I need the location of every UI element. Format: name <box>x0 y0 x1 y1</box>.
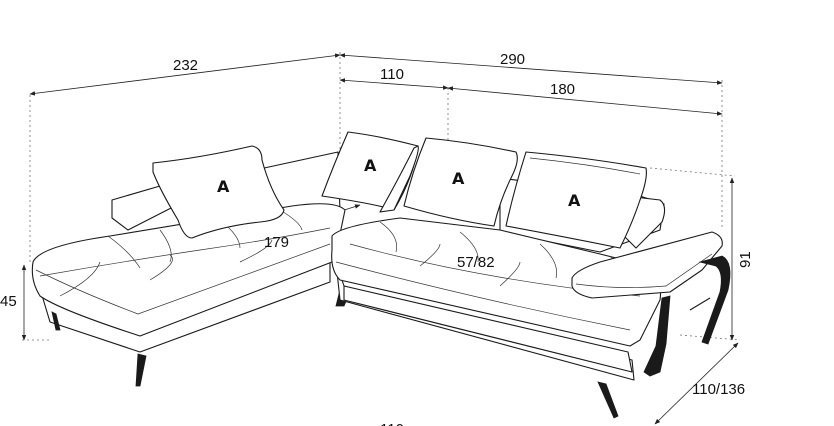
pillow-label: A <box>568 191 581 210</box>
dim-bottom-label: 110 <box>380 421 404 426</box>
pillow-label: A <box>452 169 465 188</box>
dim-91-label: 91 <box>737 251 754 268</box>
pillow-label: A <box>217 177 230 196</box>
armrest-pad <box>571 231 723 299</box>
chaise-section <box>31 151 351 387</box>
chaise-headrest <box>111 185 176 231</box>
dim-45-label: 45 <box>0 293 17 310</box>
pillow-label: A <box>364 156 377 175</box>
leg <box>135 353 147 387</box>
dim-line-110 <box>339 78 449 90</box>
pillows <box>152 131 647 249</box>
dim-line-180 <box>447 86 723 116</box>
pillow <box>505 151 647 249</box>
armrest-frame <box>698 255 731 345</box>
dim-line-290 <box>339 53 723 85</box>
leg <box>51 311 61 331</box>
dim-line-110-136 <box>654 342 739 425</box>
pillow <box>152 145 285 239</box>
dim-57-82-label: 57/82 <box>457 254 495 271</box>
dim-line-232 <box>29 53 341 96</box>
dim-290-label: 290 <box>500 51 525 68</box>
armrest-frame <box>643 295 671 377</box>
pillow <box>403 137 518 227</box>
dim-179-label: 179 <box>264 234 289 251</box>
dim-180-label: 180 <box>550 81 575 98</box>
dim-110-136-label: 110/136 <box>692 381 745 398</box>
dim-232-label: 232 <box>173 57 198 74</box>
dim-110-label: 110 <box>380 66 404 83</box>
leg <box>597 381 619 419</box>
